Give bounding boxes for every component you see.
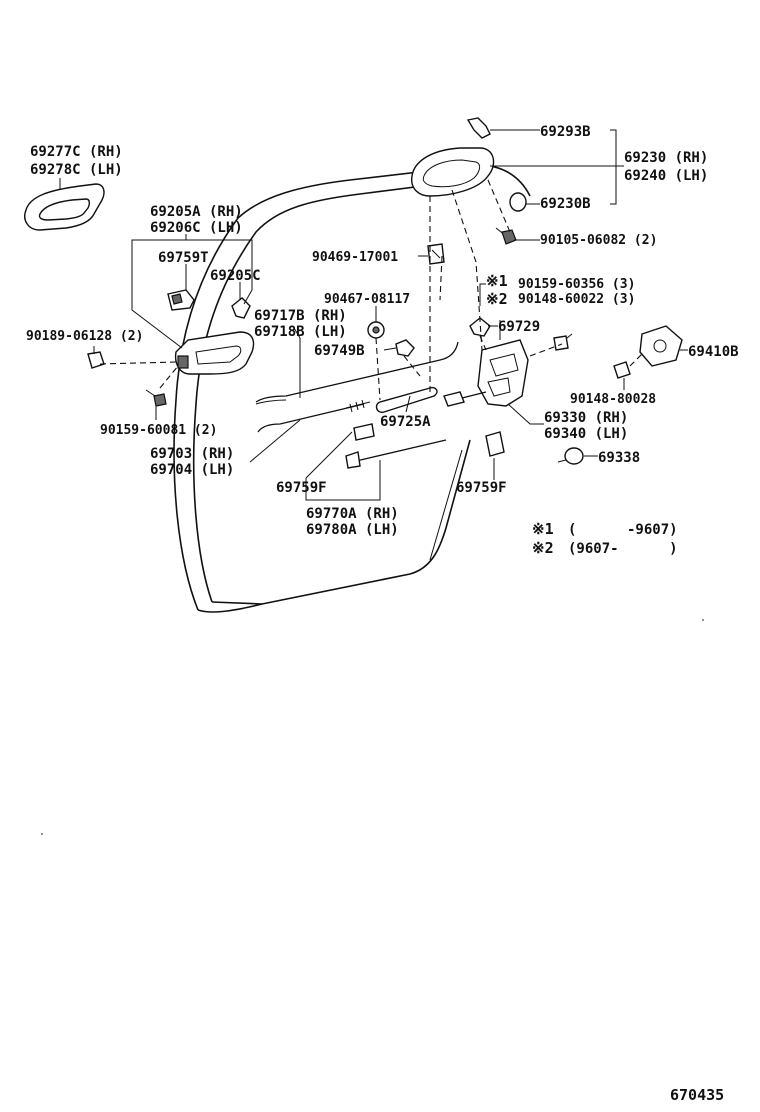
label-69278c: 69278C (LH) (30, 162, 123, 178)
leader-lines (59, 129, 688, 501)
label-69240: 69240 (LH) (624, 168, 708, 184)
label-69759f-left: 69759F (276, 480, 327, 496)
label-90469-17001: 90469-17001 (312, 250, 398, 265)
label-90159-60081: 90159-60081 (2) (100, 423, 217, 438)
label-69725a: 69725A (380, 414, 431, 430)
note-2-text: (9607- ) (568, 541, 678, 557)
rod-69717b (255, 341, 459, 405)
screw-90159-60081-part (145, 389, 167, 407)
inside-handle-part (174, 331, 255, 375)
screw-90159-60356-part (553, 333, 573, 351)
label-69704: 69704 (LH) (150, 462, 234, 478)
figure-number: 670435 (670, 1086, 724, 1104)
note-1-text: ( -9607) (568, 522, 678, 538)
label-90148-60022: 90148-60022 (3) (518, 292, 635, 307)
striker-69410b-part (639, 325, 683, 367)
label-69410b: 69410B (688, 344, 739, 360)
speck-mark (41, 833, 43, 835)
label-69205c: 69205C (210, 268, 261, 284)
cable-69725a (375, 386, 438, 413)
label-mark-2: ※2 (486, 290, 508, 308)
screw-90189-part (87, 351, 105, 369)
label-69277c: 69277C (RH) (30, 144, 123, 160)
label-69293b: 69293B (540, 124, 591, 140)
cap-69230b-part (509, 192, 527, 212)
label-69338: 69338 (598, 450, 640, 466)
clip-69205c-part (231, 297, 251, 319)
speck-mark (702, 619, 704, 621)
note-1-mark: ※1 (532, 520, 554, 538)
label-90467-08117: 90467-08117 (324, 292, 410, 307)
label-69717b: 69717B (RH) (254, 308, 347, 324)
label-69206c: 69206C (LH) (150, 220, 243, 236)
label-90148-80028: 90148-80028 (570, 392, 656, 407)
label-69230: 69230 (RH) (624, 150, 708, 166)
label-90105-06082: 90105-06082 (2) (540, 233, 657, 248)
label-mark-1: ※1 (486, 272, 508, 290)
label-69340: 69340 (LH) (544, 426, 628, 442)
bolt-90105-part (495, 227, 517, 245)
footnotes: ※1 ( -9607) ※2 (9607- ) (532, 520, 678, 557)
label-69718b: 69718B (LH) (254, 324, 347, 340)
label-69770a: 69770A (RH) (306, 506, 399, 522)
label-69749b: 69749B (314, 343, 365, 359)
clip-69749b-part (395, 339, 415, 357)
label-69230b: 69230B (540, 196, 591, 212)
clip-90469-part (427, 243, 445, 265)
label-69703: 69703 (RH) (150, 446, 234, 462)
label-90159-60356: 90159-60356 (3) (518, 277, 635, 292)
label-69759f-right: 69759F (456, 480, 507, 496)
clip-69293b-part (466, 117, 491, 139)
clip-69759t-part (167, 289, 195, 311)
grommet-90467-part (367, 321, 385, 339)
label-69729: 69729 (498, 319, 540, 335)
rod-69770a (345, 423, 447, 469)
label-69780a: 69780A (LH) (306, 522, 399, 538)
grommet-69338-part (557, 447, 584, 465)
note-2-mark: ※2 (532, 539, 554, 557)
label-69759t: 69759T (158, 250, 209, 266)
door-lock-assembly-part (443, 320, 529, 457)
label-69330: 69330 (RH) (544, 410, 628, 426)
label-69205a: 69205A (RH) (150, 204, 243, 220)
outside-handle-part (411, 147, 495, 197)
part-labels: 69277C (RH) 69278C (LH) 69205A (RH) 6920… (26, 124, 739, 538)
alignment-lines (99, 179, 643, 401)
inside-handle-bezel-part (24, 183, 105, 231)
label-90189-06128: 90189-06128 (2) (26, 329, 143, 344)
rod-69703 (257, 399, 371, 433)
screw-90148-80028-part (613, 361, 631, 379)
